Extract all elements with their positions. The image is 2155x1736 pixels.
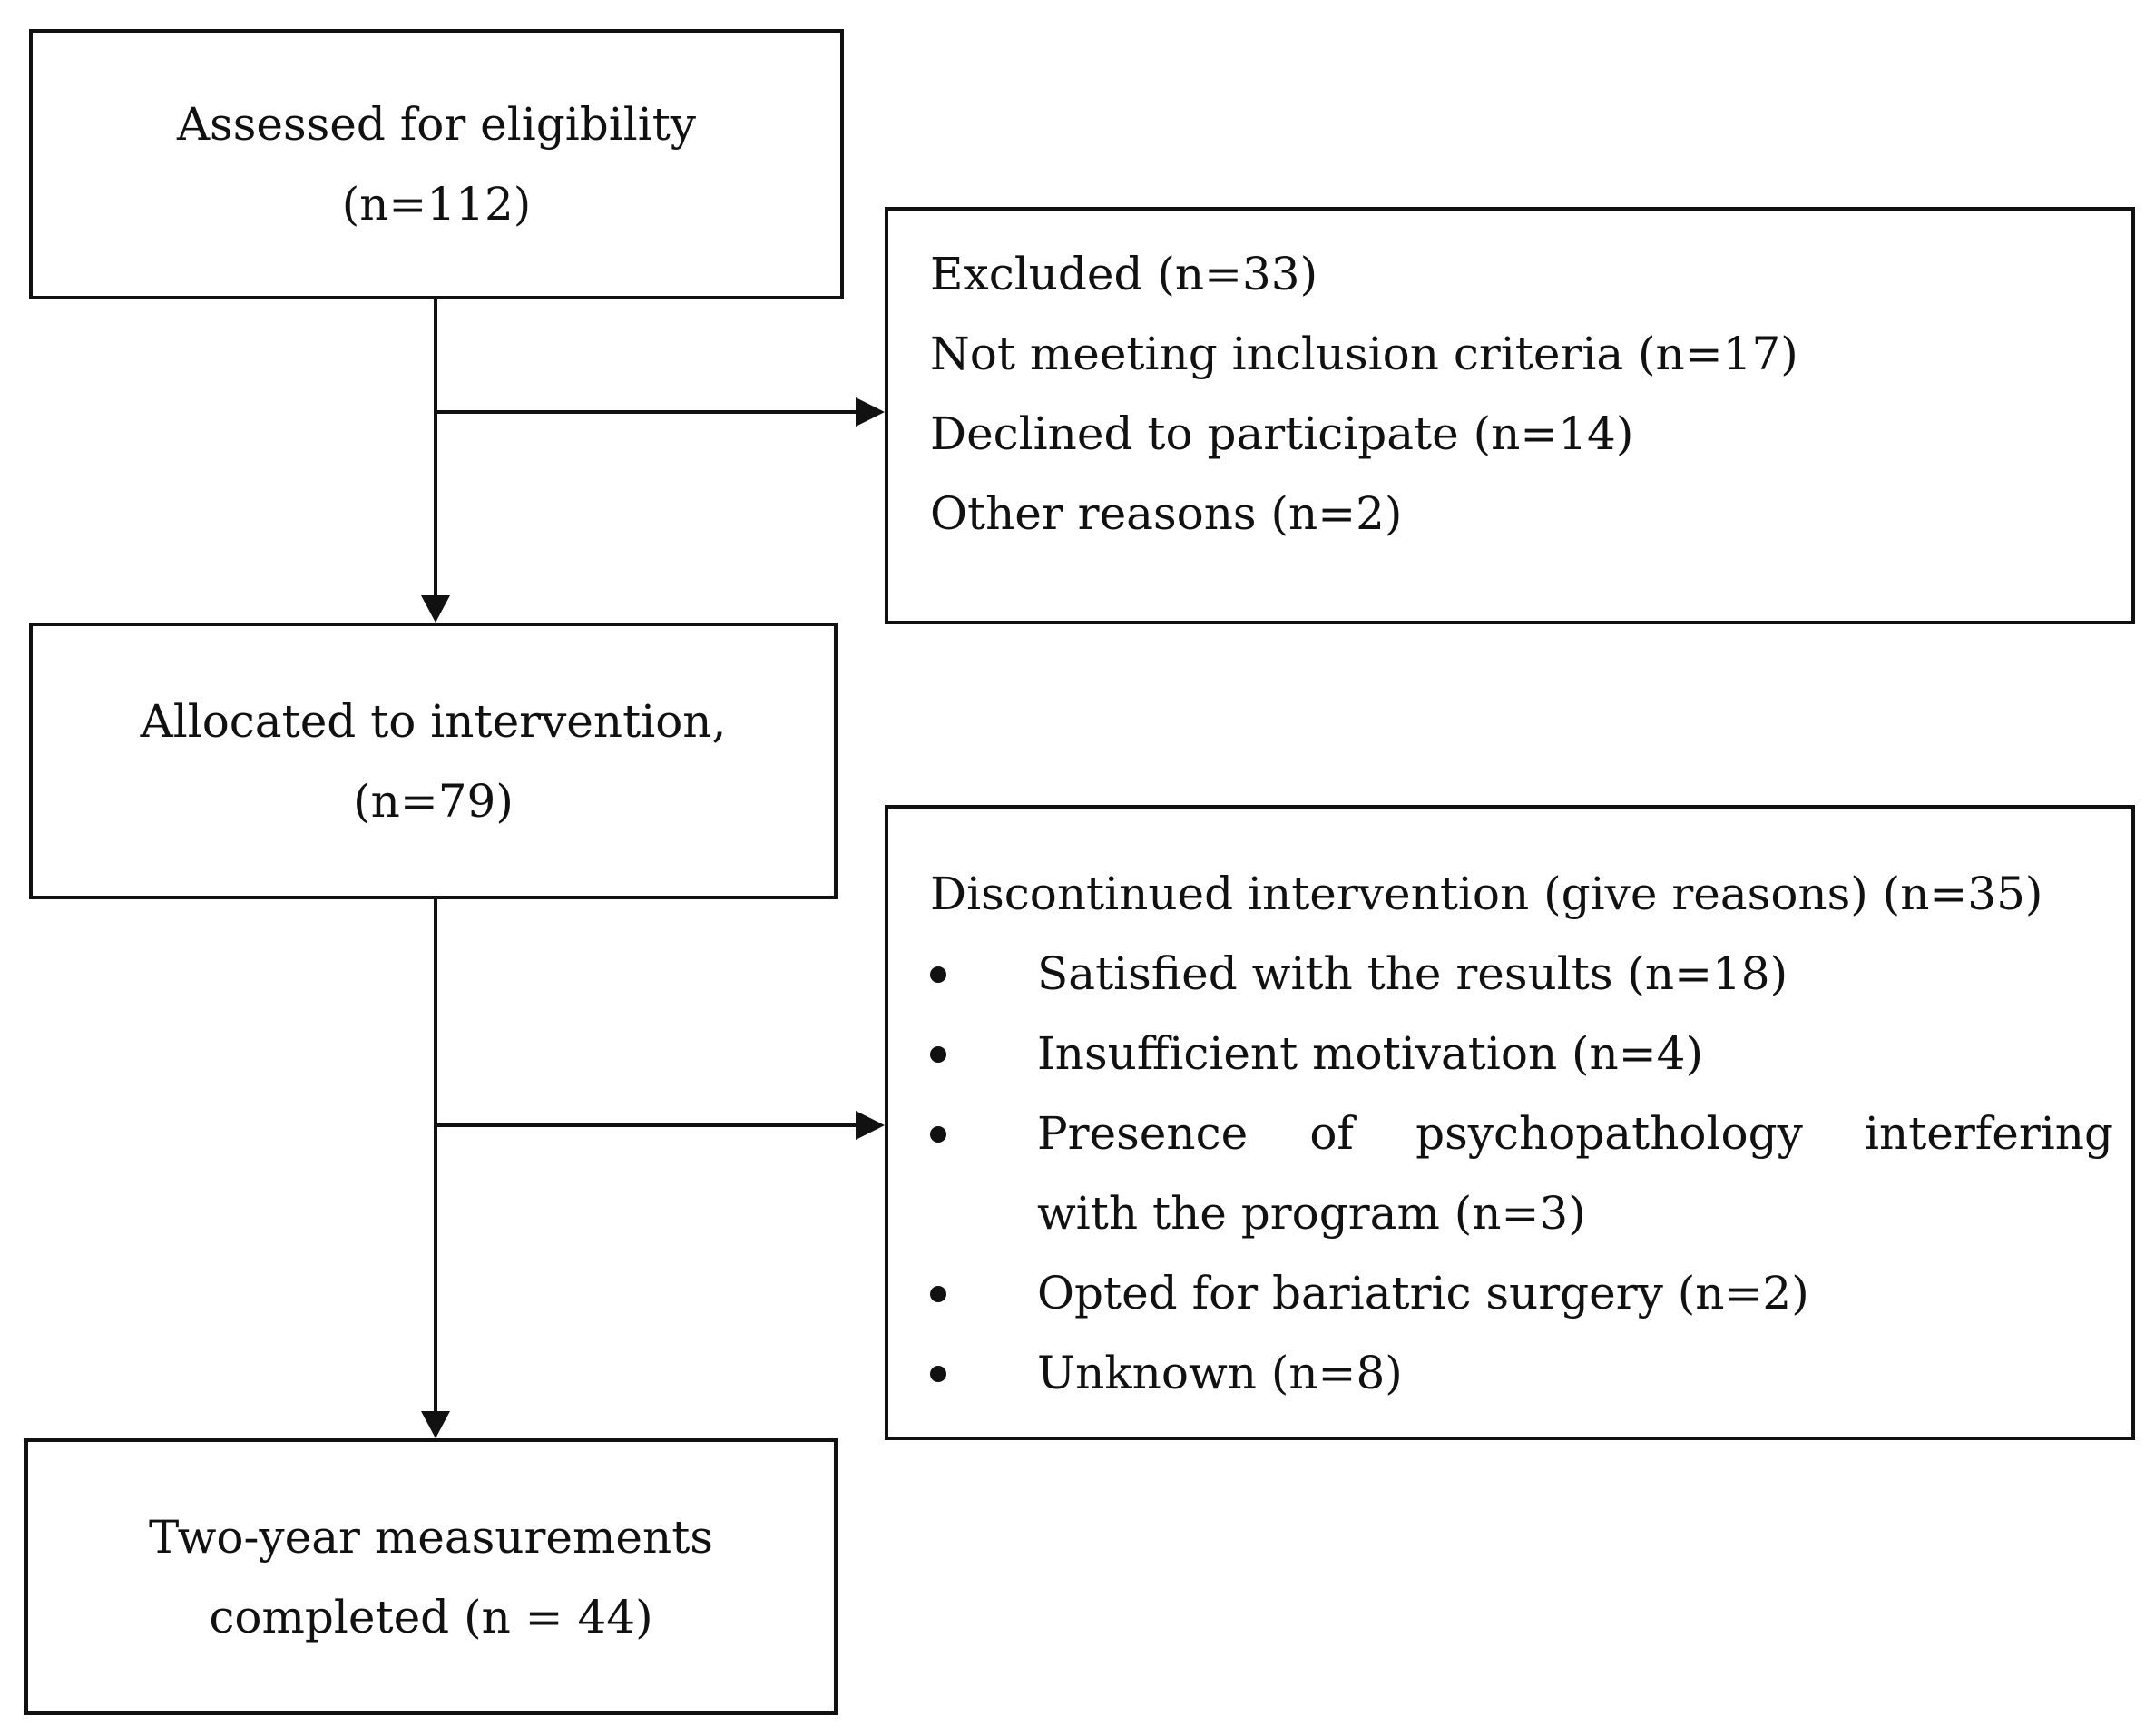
excluded-declined: Declined to participate (n=14): [930, 407, 1634, 460]
reason-psychopathology: Presence of psychopathology interfering: [930, 1094, 2131, 1173]
reason-bariatric: Opted for bariatric surgery (n=2): [930, 1253, 2131, 1333]
reason-satisfied-text: Satisfied with the results (n=18): [1037, 947, 1788, 1000]
reason-satisfied: Satisfied with the results (n=18): [930, 934, 2131, 1014]
bullet-icon: [930, 966, 946, 983]
assessed-count: (n=112): [341, 178, 532, 230]
assessed-box: Assessed for eligibility (n=112): [29, 29, 844, 299]
reason-bariatric-text: Opted for bariatric surgery (n=2): [1037, 1267, 1809, 1319]
reason-unknown: Unknown (n=8): [930, 1333, 2131, 1413]
completed-label: Two-year measurements: [149, 1510, 713, 1564]
arrow-down-icon: [421, 595, 450, 623]
arrow-down-icon: [421, 1411, 450, 1438]
connector-allocated-to-completed: [434, 899, 437, 1411]
reason-psychopathology-text-continued: with the program (n=3): [1037, 1187, 1586, 1240]
allocated-count: (n=79): [353, 774, 514, 828]
connector-branch-excluded: [436, 410, 857, 414]
excluded-total: Excluded (n=33): [930, 248, 1318, 300]
arrow-right-icon: [856, 397, 885, 427]
completed-count: completed (n = 44): [209, 1590, 653, 1643]
assessed-label: Assessed for eligibility: [176, 98, 697, 151]
allocated-box: Allocated to intervention, (n=79): [29, 623, 838, 899]
connector-assessed-to-allocated: [434, 299, 437, 599]
excluded-box: Excluded (n=33) Not meeting inclusion cr…: [885, 207, 2135, 624]
reason-unknown-text: Unknown (n=8): [1037, 1347, 1403, 1399]
discontinued-box: Discontinued intervention (give reasons)…: [885, 805, 2135, 1440]
completed-box: Two-year measurements completed (n = 44): [24, 1438, 838, 1715]
bullet-icon: [930, 1286, 946, 1302]
bullet-icon: [930, 1126, 946, 1143]
allocated-label: Allocated to intervention,: [140, 694, 727, 748]
arrow-right-icon: [856, 1111, 885, 1140]
bullet-icon: [930, 1366, 946, 1382]
connector-branch-discontinued: [436, 1123, 857, 1127]
excluded-other: Other reasons (n=2): [930, 487, 1403, 540]
reason-psychopathology-continued: with the program (n=3): [930, 1173, 2131, 1253]
excluded-criteria: Not meeting inclusion criteria (n=17): [930, 328, 1798, 380]
bullet-icon: [930, 1046, 946, 1063]
discontinued-heading: Discontinued intervention (give reasons)…: [930, 868, 2043, 920]
reason-psychopathology-text: Presence of psychopathology interfering: [1037, 1107, 2113, 1160]
reason-motivation-text: Insufficient motivation (n=4): [1037, 1027, 1703, 1080]
reason-motivation: Insufficient motivation (n=4): [930, 1014, 2131, 1094]
